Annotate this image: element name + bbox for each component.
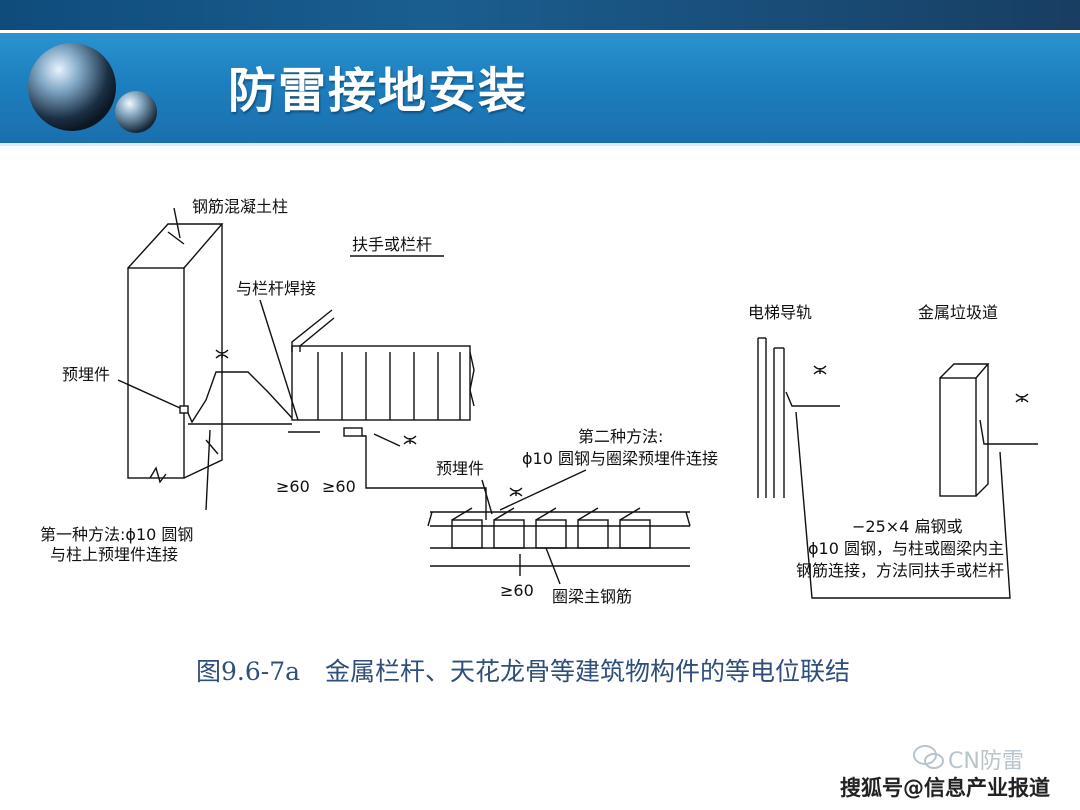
leader-column: [173, 207, 181, 239]
leader-embedded-left: [117, 379, 181, 409]
weld-symbol-3: [509, 487, 523, 497]
label-ring-beam-rebar: 圈梁主钢筋: [552, 587, 632, 606]
bond-conductor-left: [187, 371, 293, 424]
label-garbage-chute: 金属垃圾道: [918, 303, 998, 322]
chute-bond-strap: [979, 419, 1038, 445]
label-dim-60-a: ≥60: [276, 477, 310, 496]
label-embedded-left: 预埋件: [62, 365, 110, 384]
large-orb-icon: [28, 43, 116, 131]
label-elevator-rail: 电梯导轨: [748, 303, 812, 322]
column-top: [127, 223, 224, 269]
watermark-brand: CN防雷: [948, 749, 1024, 774]
bond-conductor-mid: [362, 435, 487, 520]
watermark-source: 搜狐号@信息产业报道: [840, 776, 1050, 800]
weld-symbol-5: [1015, 393, 1029, 403]
label-column: 钢筋混凝土柱: [192, 197, 288, 216]
label-weld-to-rail: 与栏杆焊接: [236, 279, 316, 298]
weld-symbol-2: [403, 435, 417, 445]
column-front: [127, 267, 185, 479]
garbage-chute: [939, 363, 990, 497]
label-note-line1: −25×4 扁钢或: [852, 517, 962, 536]
title-bar: 防雷接地安装: [0, 33, 1080, 146]
decorative-orbs: [28, 43, 157, 133]
label-handrail: 扶手或栏杆: [352, 235, 432, 254]
label-method1-line1: 第一种方法:ϕ10 圆钢: [40, 525, 193, 544]
column-break: [149, 466, 167, 484]
weld-symbol-4: [813, 365, 827, 375]
leader-method2: [499, 469, 587, 511]
elevator-rail: [757, 337, 785, 498]
small-orb-icon: [115, 91, 157, 133]
column-side: [183, 224, 223, 479]
balustrade-frame: [291, 345, 471, 421]
wechat-icon: [913, 745, 944, 769]
label-method2-line2: ϕ10 圆钢与圈梁预埋件连接: [522, 449, 718, 468]
balustrade-bars: [317, 352, 461, 420]
label-dim-60-b: ≥60: [322, 477, 356, 496]
label-note-line3: 钢筋连接，方法同扶手或栏杆: [796, 561, 1004, 580]
label-embedded-mid: 预埋件: [436, 459, 484, 478]
slide-title: 防雷接地安装: [228, 63, 529, 119]
elevator-bond-strap: [785, 391, 840, 407]
label-note-line2: ϕ10 圆钢，与柱或圈梁内主: [808, 539, 1004, 558]
weld-symbol-1: [215, 349, 229, 359]
figure-caption: 图9.6-7a 金属栏杆、天花龙骨等建筑物构件的等电位联结: [196, 657, 851, 686]
leader-rebar: [545, 547, 561, 585]
column-embedded-plate: [179, 405, 189, 414]
top-banner: [0, 0, 1080, 30]
label-method2-line1: 第二种方法:: [578, 427, 663, 446]
ring-beam: [427, 507, 691, 567]
note-bracket: [795, 411, 1011, 599]
label-dim-60-c: ≥60: [500, 581, 534, 600]
label-method1-line2: 与柱上预埋件连接: [50, 545, 178, 564]
